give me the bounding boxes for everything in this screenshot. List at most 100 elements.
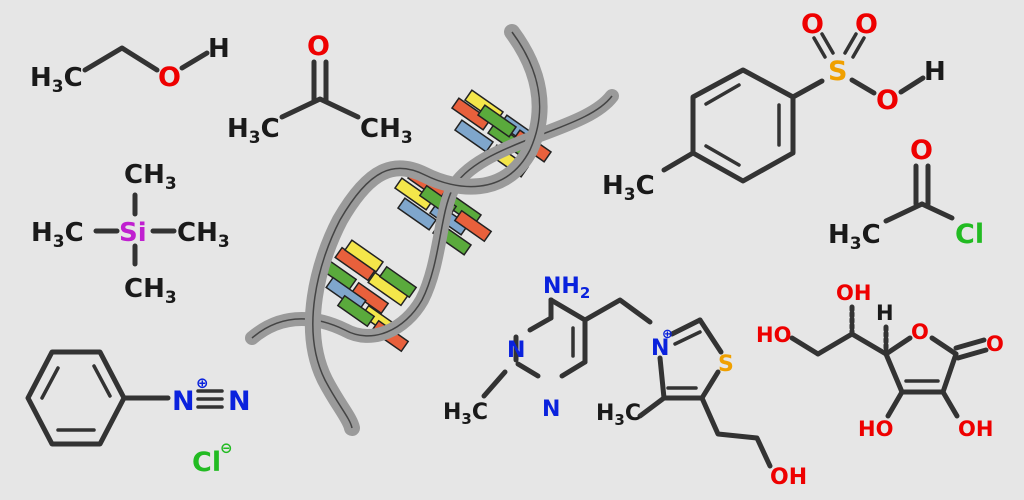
tosic-oxygen-2: O bbox=[855, 9, 878, 40]
ascorbic-keto-oxygen: O bbox=[986, 332, 1004, 356]
ascorbic-oh-top: OH bbox=[836, 281, 871, 305]
dna-backbone-strand-2 bbox=[304, 24, 548, 436]
ascorbic-bond bbox=[883, 351, 905, 395]
tms-silicon: Si bbox=[119, 218, 147, 248]
tosic-so-bond-b bbox=[820, 32, 835, 55]
thiamine-sulfur: S bbox=[718, 352, 734, 377]
thiamine-molecule: NH2 N N H3C N ⊕ S H3C OH bbox=[443, 274, 807, 490]
acetyl-chlorine: Cl bbox=[955, 219, 984, 250]
tms-top-methyl: CH3 bbox=[124, 160, 177, 194]
diazonium-ring-double-2 bbox=[92, 364, 112, 398]
ethanol-bonds bbox=[82, 45, 160, 73]
tosic-sulfur: S bbox=[828, 56, 847, 87]
thiamine-bond bbox=[527, 315, 554, 333]
diazonium-ring-double-1 bbox=[40, 366, 60, 400]
acetone-cc-bonds bbox=[279, 96, 361, 120]
chloride-minus-charge: ⊖ bbox=[220, 439, 233, 457]
tosic-methyl-bond bbox=[661, 150, 696, 173]
ethanol-oxygen: O bbox=[158, 62, 181, 93]
base-pair-segment bbox=[378, 265, 418, 299]
tosic-so-single-bond bbox=[849, 77, 877, 96]
ascorbic-keto-bond-b bbox=[955, 347, 989, 361]
thiamine-ring-methyl-label: H3C bbox=[596, 401, 641, 429]
base-pair-segment bbox=[450, 97, 492, 131]
ascorbic-acid-molecule: OH H HO O O HO OH bbox=[756, 281, 1004, 441]
thiamine-ring-nitrogen-1: N bbox=[507, 338, 525, 363]
base-pair-segment bbox=[476, 104, 518, 138]
thiamine-methyl-bond bbox=[637, 395, 667, 419]
base-pair-segment bbox=[453, 209, 493, 243]
tosic-hydrogen: H bbox=[924, 57, 946, 87]
ascorbic-oh-bottom: OH bbox=[958, 417, 993, 441]
thiamine-bond bbox=[669, 317, 703, 337]
dna-base-pairs bbox=[318, 89, 553, 353]
benzenediazonium-chloride-molecule: N ⊕ N Cl ⊖ bbox=[25, 349, 251, 478]
tosic-ring-double-1 bbox=[704, 83, 741, 106]
ascorbic-bond bbox=[789, 335, 821, 357]
chloride-ion: Cl bbox=[192, 447, 221, 478]
acetone-left-methyl: H3C bbox=[227, 114, 280, 148]
thiamine-bond bbox=[657, 355, 667, 401]
diazonium-plus-charge: ⊕ bbox=[196, 374, 209, 392]
ascorbic-bond bbox=[883, 335, 913, 357]
diazonium-n1: N bbox=[172, 386, 195, 417]
ethanol-molecule: H3C O H bbox=[30, 34, 230, 97]
acetone-right-methyl: CH3 bbox=[360, 114, 413, 148]
thiamine-bond bbox=[515, 361, 541, 379]
base-pair-segment bbox=[393, 177, 435, 211]
thiamine-ring-nitrogen-2: N bbox=[542, 397, 560, 422]
thiamine-bond bbox=[697, 317, 724, 355]
thiamine-thiazolium-nitrogen: N bbox=[651, 336, 669, 361]
toluenesulfonic-acid-molecule: O O S O H H3C bbox=[602, 9, 946, 205]
tosic-ring-double-3 bbox=[704, 144, 741, 167]
thiamine-plus-charge: ⊕ bbox=[662, 327, 673, 342]
ascorbic-hydrogen: H bbox=[876, 301, 894, 325]
base-pair-segment bbox=[350, 281, 390, 315]
ascorbic-bond bbox=[885, 389, 905, 419]
acetyl-ccl-bond bbox=[919, 201, 955, 221]
thiamine-amine: NH2 bbox=[543, 274, 590, 302]
ethanol-oh-bond bbox=[179, 50, 210, 71]
thiamine-bond bbox=[699, 369, 721, 401]
tosic-so-bond-a bbox=[812, 36, 827, 59]
thiamine-hydroxyl: OH bbox=[770, 465, 807, 490]
base-pair-segment bbox=[453, 119, 495, 153]
base-pair-segment bbox=[343, 239, 385, 273]
tosic-methyl-label: H3C bbox=[602, 171, 655, 205]
thiamine-methyl-bond bbox=[481, 369, 508, 399]
tosic-oh-bond bbox=[898, 75, 926, 95]
tosic-oxygen-1: O bbox=[801, 9, 824, 40]
tosic-so-bond-c bbox=[843, 32, 858, 55]
acetone-oxygen: O bbox=[307, 31, 330, 62]
tetramethylsilane-molecule: CH3 H3C Si CH3 CH3 bbox=[31, 160, 230, 308]
thiamine-methyl-label: H3C bbox=[443, 400, 488, 428]
thiamine-hydroxyethyl-bond bbox=[699, 395, 773, 469]
tosic-so-bond-d bbox=[851, 36, 866, 59]
diazonium-n2: N bbox=[228, 386, 251, 417]
ascorbic-keto-bond-a bbox=[953, 337, 987, 351]
ethanol-h3c-label: H3C bbox=[30, 63, 83, 97]
tosic-oxygen-3: O bbox=[876, 85, 899, 116]
acetyl-methyl-label: H3C bbox=[828, 220, 881, 254]
dna-backbone-strand-2-outline bbox=[312, 31, 541, 429]
acetyl-oxygen: O bbox=[910, 135, 933, 166]
thiamine-bond bbox=[548, 297, 588, 323]
ascorbic-ho-left: HO bbox=[756, 323, 791, 347]
base-pair-segment bbox=[396, 197, 438, 231]
ascorbic-ho-bottom: HO bbox=[858, 417, 893, 441]
dna-double-helix bbox=[245, 24, 619, 436]
tms-left-methyl: H3C bbox=[31, 218, 84, 252]
thiamine-bond bbox=[559, 359, 588, 379]
ascorbic-bond bbox=[849, 331, 889, 357]
ascorbic-bond bbox=[815, 331, 855, 357]
tms-bottom-methyl: CH3 bbox=[124, 274, 177, 308]
tms-right-methyl: CH3 bbox=[177, 218, 230, 252]
ascorbic-bond bbox=[940, 351, 959, 395]
base-pair-segment bbox=[336, 294, 376, 328]
ethanol-hydrogen: H bbox=[208, 34, 230, 64]
diazonium-benzene-ring bbox=[25, 349, 127, 447]
ascorbic-bond bbox=[940, 389, 960, 419]
ascorbic-ring-oxygen: O bbox=[911, 320, 929, 344]
ascorbic-bond bbox=[929, 335, 959, 357]
